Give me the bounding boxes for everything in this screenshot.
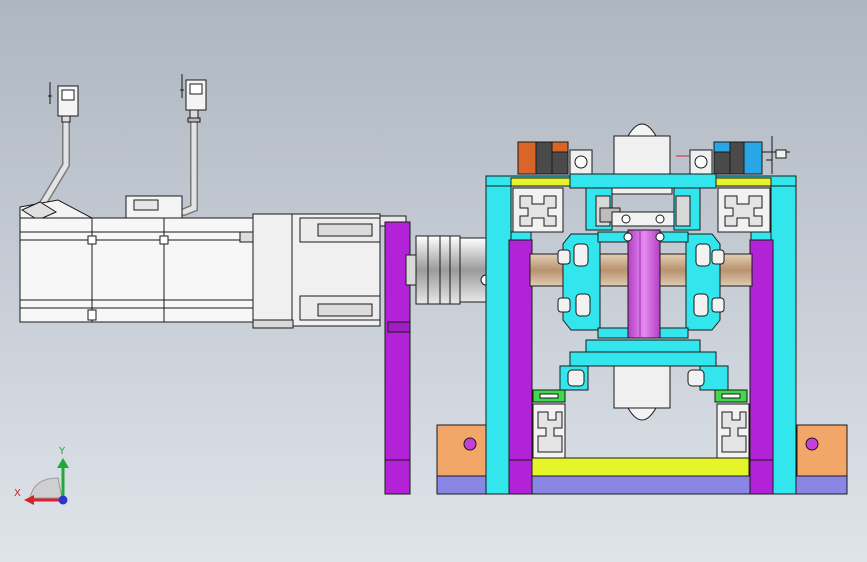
aluminium-profiles [512, 187, 771, 459]
triad-plane [29, 477, 63, 499]
motor-cable-right-core [181, 112, 197, 215]
coupling-hub-left [415, 235, 461, 305]
servo-motor [19, 74, 407, 329]
cyan-frame [436, 175, 848, 495]
purple-post-left [508, 239, 533, 495]
profile-top-left [512, 187, 564, 233]
profile-top-right [717, 187, 771, 233]
purple-post-right [749, 239, 774, 495]
triad-y-label: Y [58, 446, 66, 457]
sensors [517, 136, 790, 175]
magenta-roller [627, 229, 661, 339]
cyan-post-right [770, 175, 797, 495]
yellow-bottom-bar [530, 457, 750, 477]
yellow-top-left [510, 177, 572, 187]
motor-cable-left-core [39, 117, 69, 208]
bearing-studs [557, 243, 725, 317]
profile-bottom-right [716, 403, 750, 459]
green-guide-blocks [532, 389, 748, 403]
sensor-right [676, 136, 790, 175]
bottom-carriage [569, 351, 717, 367]
bottom-guide-block [613, 365, 671, 409]
roller-assembly [529, 123, 753, 421]
yellow-top-right [715, 177, 772, 187]
profile-bottom-left [532, 403, 566, 459]
motor-body [19, 217, 254, 323]
top-guide-block [613, 135, 671, 175]
sensor-left [517, 141, 593, 175]
base-pad-right [796, 424, 848, 477]
cyan-post-left [485, 175, 512, 495]
base-pad-left [436, 424, 488, 477]
coordinate-triad: Y X [14, 446, 69, 505]
triad-x-label: X [14, 488, 21, 499]
top-carriage [569, 173, 717, 189]
